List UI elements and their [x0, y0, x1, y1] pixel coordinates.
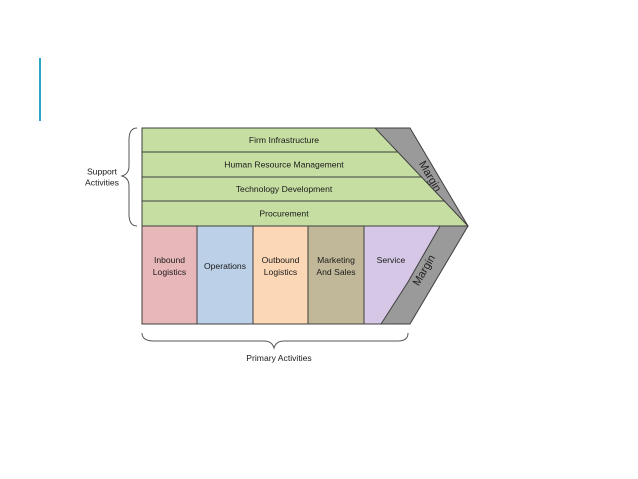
support-brace	[120, 127, 138, 227]
primary-activity-label-line: Operations	[204, 261, 246, 271]
box-service	[363, 225, 441, 325]
primary-activity-label-line: And Sales	[316, 267, 355, 277]
support-activity-label: Technology Development	[236, 184, 333, 194]
primary-brace	[141, 332, 409, 350]
box-inbound-logistics	[141, 225, 198, 325]
primary-activity-label-line: Logistics	[264, 267, 297, 277]
primary-activity-label: Operations	[204, 261, 246, 271]
support-activities-label-line: Support	[87, 167, 118, 177]
primary-activity-label-line: Logistics	[153, 267, 186, 277]
primary-activity-label-line: Inbound	[154, 255, 185, 265]
support-band	[141, 200, 470, 227]
box-operations	[196, 225, 254, 325]
primary-activities-label: Primary Activities	[246, 353, 311, 363]
primary-activity-label-line: Marketing	[317, 255, 355, 265]
slide-accent-line	[39, 58, 41, 121]
primary-activity-label-line: Outbound	[262, 255, 300, 265]
box-outbound-logistics	[252, 225, 309, 325]
support-activity-label: Procurement	[259, 209, 309, 219]
support-activities-label-line: Activities	[85, 178, 119, 188]
primary-activity-label: Service	[377, 255, 406, 265]
support-activity-label: Firm Infrastructure	[249, 135, 319, 145]
box-marketing-and-sales	[307, 225, 365, 325]
support-activity-label: Human Resource Management	[224, 160, 344, 170]
primary-activity-label-line: Service	[377, 255, 406, 265]
